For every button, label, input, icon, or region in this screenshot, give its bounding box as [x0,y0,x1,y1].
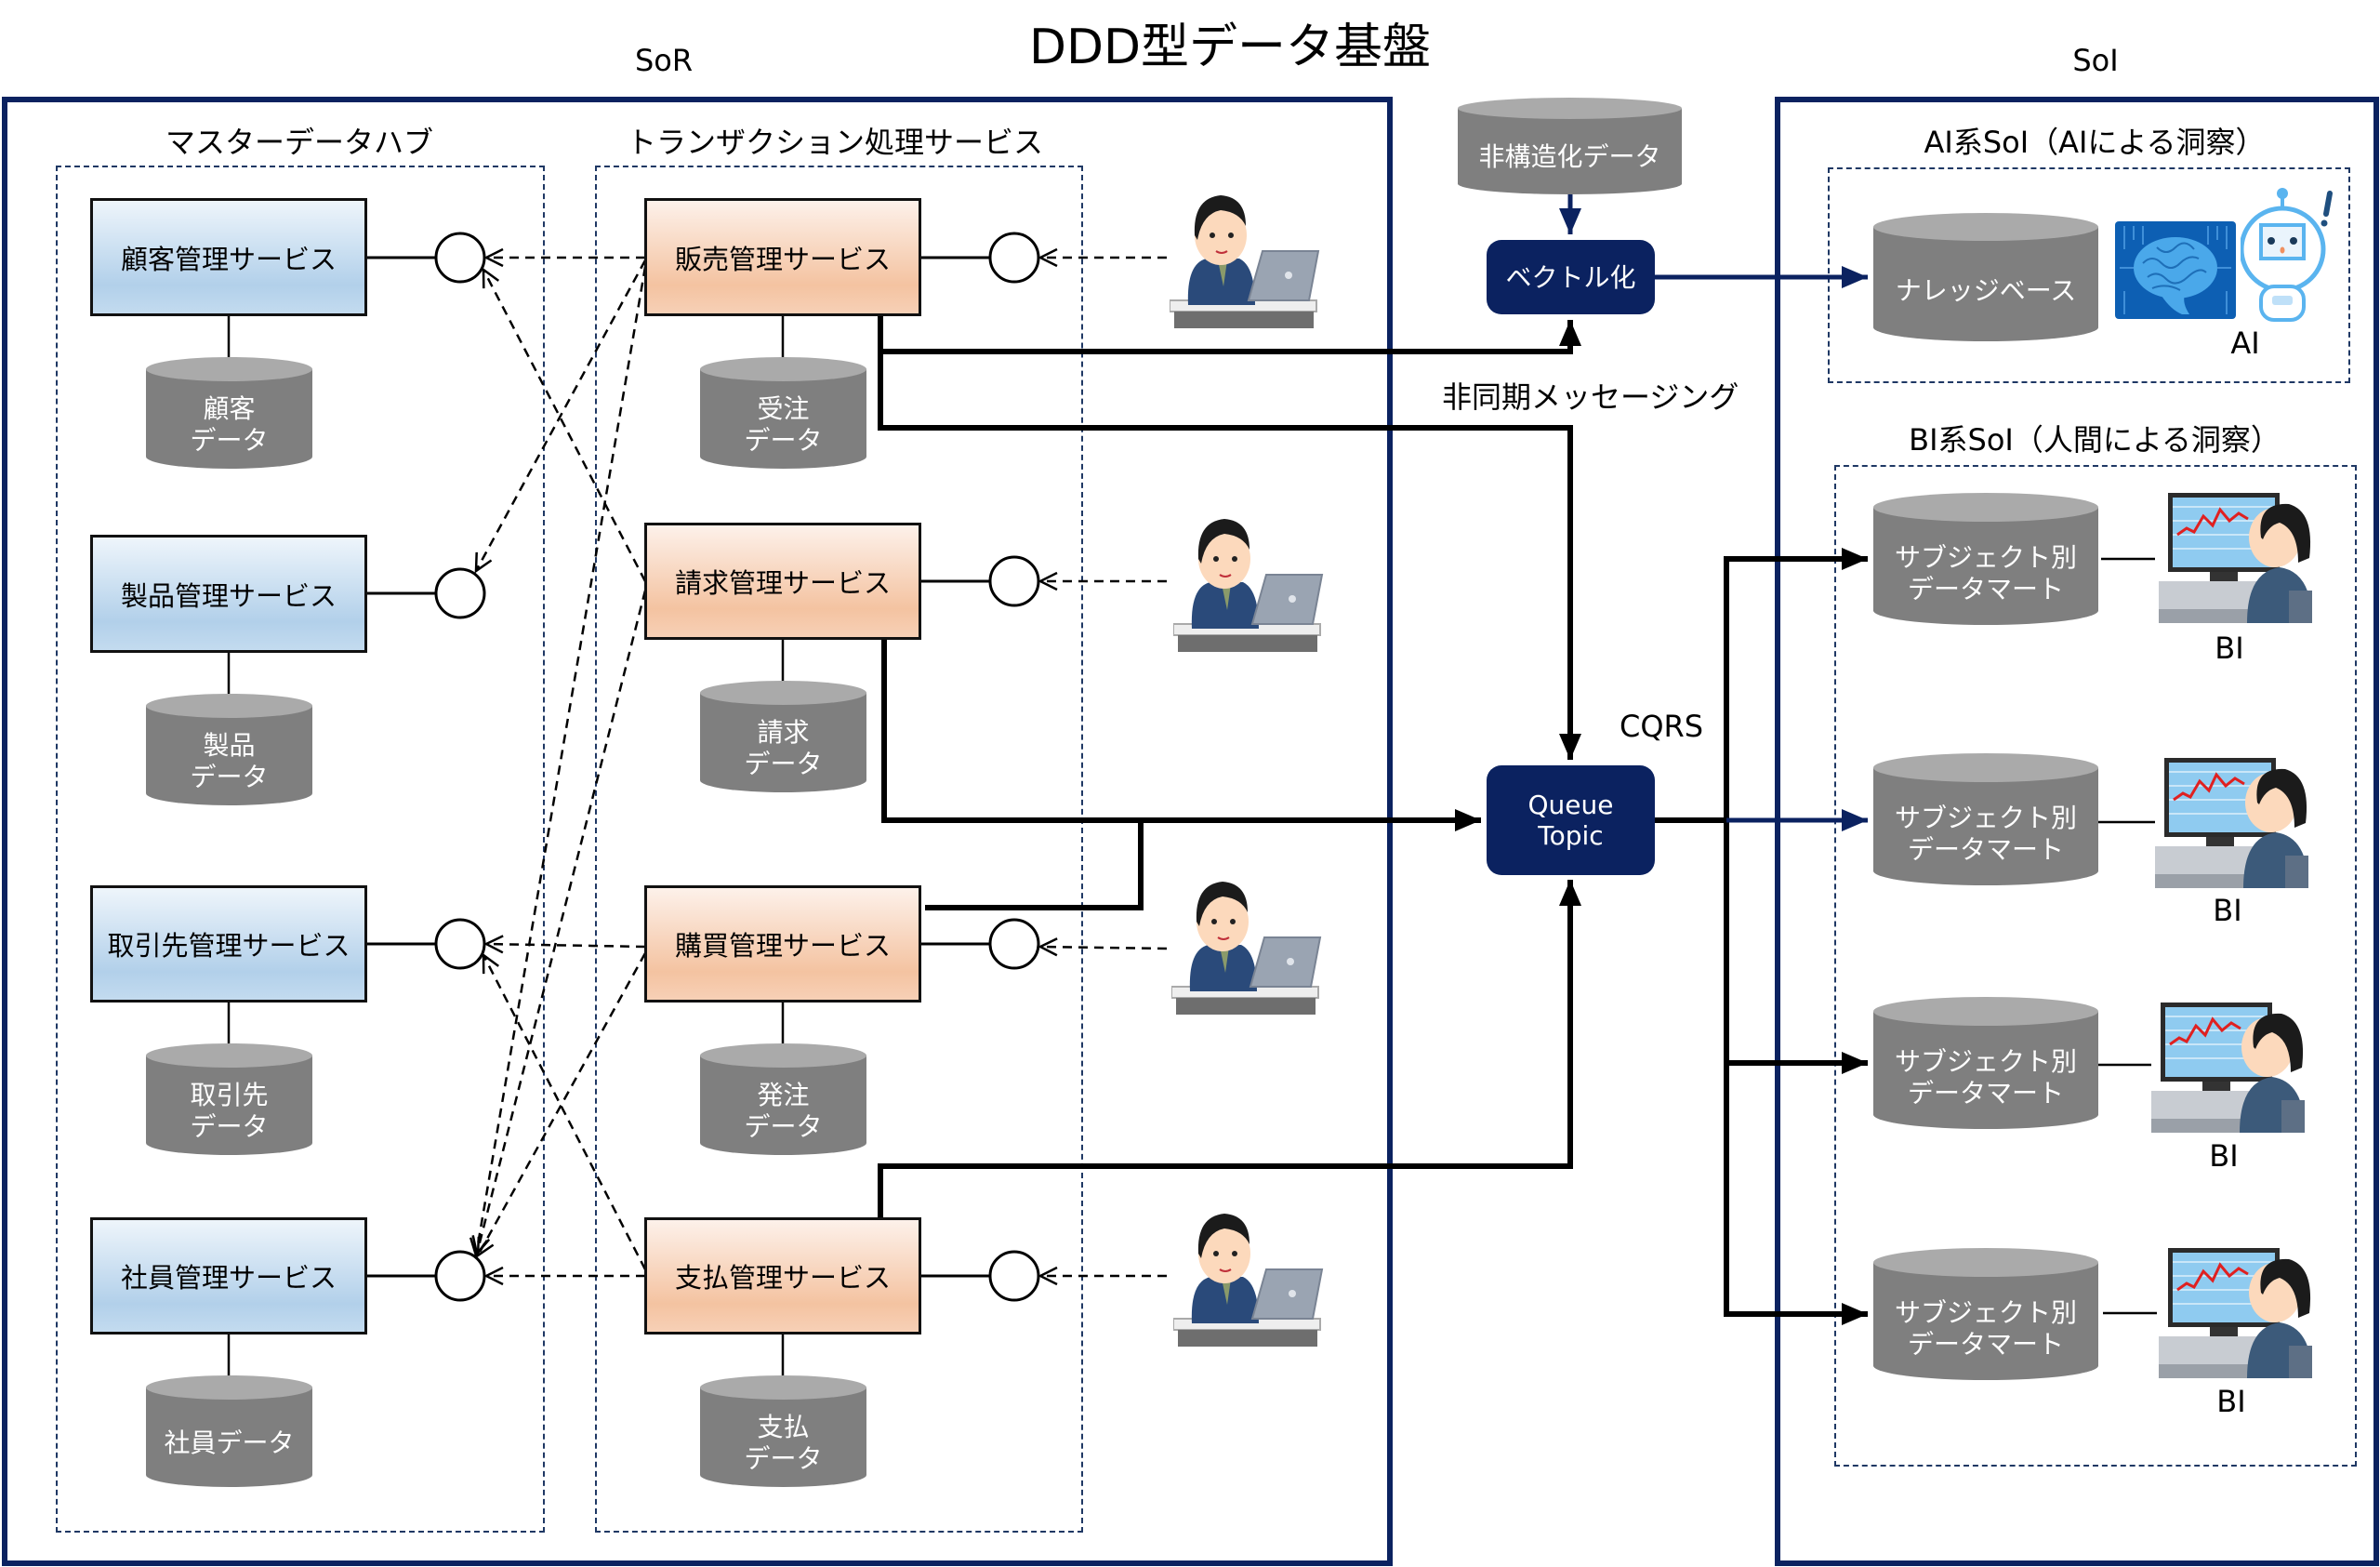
cylinder-label: 請求 データ [744,717,823,779]
interface-customer [434,232,486,284]
flow-queue-to-mart-1 [1724,548,1868,820]
sales-service-box[interactable]: 販売管理サービス [644,198,921,316]
ai-soi-label: AI系SoI（AIによる洞察） [1924,125,2266,160]
order-data-cylinder[interactable]: 受注 データ [700,357,866,469]
robot-icon [2239,186,2343,325]
product-data-cylinder[interactable]: 製品 データ [146,694,312,805]
businessman-at-laptop-icon [1172,508,1327,656]
dependency-arrows [476,258,1168,1276]
data-mart-cylinder-1[interactable]: サブジェクト別 データマート [1873,493,2098,625]
analyst-at-monitor-icon [2159,493,2317,627]
bi-soi-group [1834,465,2357,1467]
analyst-at-monitor-icon [2155,758,2313,892]
payment-data-cylinder[interactable]: 支払 データ [700,1375,866,1487]
interface-billing [988,555,1040,607]
async-messaging-label: 非同期メッセージング [1442,379,1739,415]
bi-label-3: BI [2209,1138,2239,1174]
businessman-at-laptop-icon [1172,1202,1327,1350]
analyst-at-monitor-icon [2151,1003,2309,1136]
cylinder-label: 顧客 データ [190,393,269,456]
master-hub-label: マスターデータハブ [165,125,434,160]
cylinder-label: 発注 データ [744,1080,823,1142]
cylinder-label: サブジェクト別 データマート [1894,541,2077,604]
flow-billing-to-queue [881,640,1481,831]
partner-service-box[interactable]: 取引先管理サービス [90,885,367,1003]
cqrs-label: CQRS [1620,709,1704,744]
interface-partner [434,918,486,970]
customer-data-cylinder[interactable]: 顧客 データ [146,357,312,469]
brain-circuit-icon [2115,221,2236,319]
billing-data-cylinder[interactable]: 請求 データ [700,681,866,792]
transaction-group [595,166,1083,1533]
cylinder-label: 支払 データ [744,1412,823,1474]
cylinder-label: サブジェクト別 データマート [1894,1045,2077,1109]
page-title: DDD型データ基盤 [1028,20,1432,75]
interface-circles [434,232,1040,1302]
cylinder-label: サブジェクト別 データマート [1894,802,2077,865]
purchase-service-box[interactable]: 購買管理サービス [644,885,921,1003]
product-service-box[interactable]: 製品管理サービス [90,535,367,653]
data-mart-cylinder-3[interactable]: サブジェクト別 データマート [1873,997,2098,1129]
cylinder-label: 社員データ [164,1428,295,1458]
flow-sales-to-queue [878,352,1581,760]
transaction-label: トランザクション処理サービス [626,125,1044,160]
cylinder-label: 非構造化データ [1478,140,1661,172]
billing-service-box[interactable]: 請求管理サービス [644,523,921,640]
interface-sales [988,232,1040,284]
bi-label-2: BI [2213,893,2242,928]
bi-label-1: BI [2215,631,2244,666]
soi-frame [1775,97,2379,1566]
flow-payment-to-queue [878,880,1581,1218]
sor-frame [2,97,1393,1566]
flow-sales-to-vectorize [878,316,1581,354]
cylinder-label: ナレッジベース [1895,275,2077,306]
data-mart-cylinder-4[interactable]: サブジェクト別 データマート [1873,1248,2098,1380]
employee-data-cylinder[interactable]: 社員データ [146,1375,312,1487]
flow-queue-to-mart-3 [1724,820,1868,1074]
vectorize-box[interactable]: ベクトル化 [1487,240,1655,314]
cylinder-label: サブジェクト別 データマート [1894,1296,2077,1360]
cylinder-label: 受注 データ [744,393,823,456]
cylinder-label: 製品 データ [190,730,269,792]
customer-service-box[interactable]: 顧客管理サービス [90,198,367,316]
analyst-at-monitor-icon [2159,1248,2317,1382]
knowledge-base-cylinder[interactable]: ナレッジベース [1873,213,2098,341]
employee-service-box[interactable]: 社員管理サービス [90,1217,367,1335]
interface-product [434,567,486,619]
cylinder-label: 取引先 データ [190,1080,269,1142]
unstructured-data-cylinder[interactable]: 非構造化データ [1458,98,1682,194]
data-links [227,316,785,1381]
data-mart-cylinder-2[interactable]: サブジェクト別 データマート [1873,753,2098,885]
purchase-data-cylinder[interactable]: 発注 データ [700,1043,866,1155]
bi-label-4: BI [2216,1384,2246,1419]
bi-soi-label: BI系SoI（人間による洞察） [1909,422,2281,458]
businessman-at-laptop-icon [1170,870,1325,1018]
interface-links [367,256,990,1278]
interface-payment [988,1250,1040,1302]
interface-employee [434,1250,486,1302]
master-hub-group [56,166,545,1533]
queue-topic-box[interactable]: Queue Topic [1487,765,1655,875]
ai-label: AI [2230,325,2260,361]
flow-purchase-to-queue [925,820,1144,910]
event-flows [878,316,1868,1325]
partner-data-cylinder[interactable]: 取引先 データ [146,1043,312,1155]
businessman-at-laptop-icon [1169,184,1323,332]
sor-label: SoR [634,43,694,78]
flow-queue-to-mart-4 [1724,1063,1868,1325]
soi-label: SoI [2072,43,2119,78]
payment-service-box[interactable]: 支払管理サービス [644,1217,921,1335]
interface-purchase [988,918,1040,970]
